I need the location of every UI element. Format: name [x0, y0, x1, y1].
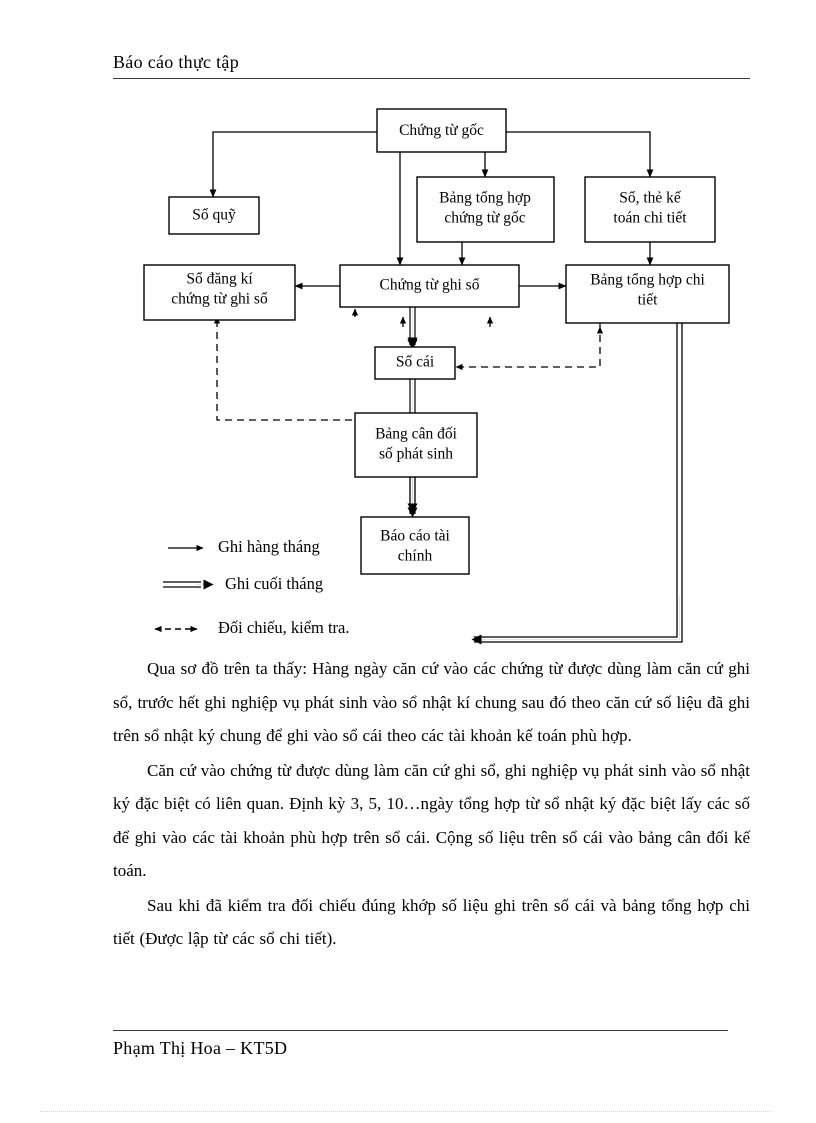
paragraph-2: Căn cứ vào chứng từ được dùng làm căn cứ…	[113, 760, 750, 881]
node-chung-tu-ghi-so: Chứng từ ghi sổ	[339, 264, 520, 308]
node-bao-cao-tai-chinh: Báo cáo tài chính	[360, 516, 470, 575]
legend-label: Đối chiếu, kiểm tra.	[218, 618, 350, 637]
node-so-cai: Sổ cái	[374, 346, 456, 380]
node-label-line1: Bảng tổng hợp	[439, 190, 531, 207]
legend-item-doi-chieu-kiem-tra: Đối chiếu, kiểm tra.	[154, 618, 350, 637]
edge-ctg-to-soquy	[209, 131, 377, 198]
page-header: Báo cáo thực tập	[113, 52, 750, 79]
accounting-flow-diagram: Chứng từ gốc Sổ quỹ Bảng tổng hợp chứng …	[0, 95, 816, 655]
node-label-line2: số phát sinh	[379, 446, 453, 463]
node-label-line1: Báo cáo tài	[380, 528, 450, 545]
edge-dashed-sodangki-to-bangcandoi	[216, 320, 355, 421]
node-bang-tong-hop-chung-tu-goc: Bảng tổng hợp chứng từ gốc	[416, 176, 555, 243]
double-arrow-icon	[163, 579, 214, 590]
scan-artifact-line	[40, 1111, 770, 1112]
node-label-line2: chính	[398, 548, 433, 565]
legend-label: Ghi hàng tháng	[218, 537, 320, 556]
node-label-line2: chứng từ ghi sổ	[171, 291, 268, 308]
header-title: Báo cáo thực tập	[113, 52, 240, 72]
edge-bangthct-to-baocao	[474, 323, 683, 643]
node-so-the-ke-toan-chi-tiet: Sổ, thẻ kế toán chi tiết	[584, 176, 716, 243]
node-label: Sổ cái	[396, 354, 435, 371]
node-label-line1: Bảng cân đối	[375, 426, 457, 443]
edge-dashed-bangthct-to-socai	[462, 323, 601, 368]
edge-bangthct-to-baocao-head	[471, 595, 680, 645]
node-label-line2: toán chi tiết	[613, 210, 687, 227]
paragraph-3: Sau khi đã kiểm tra đối chiếu đúng khớp …	[113, 895, 750, 949]
legend-label: Ghi cuối tháng	[225, 574, 323, 593]
footer-divider	[113, 1030, 728, 1031]
node-label-line1: Bảng tổng hợp chi	[590, 272, 705, 289]
node-label: Chứng từ gốc	[399, 122, 484, 139]
footer-title: Phạm Thị Hoa – KT5D	[113, 1038, 288, 1058]
node-so-dang-ki-chung-tu-ghi-so: Sổ đăng kí chứng từ ghi sổ	[143, 264, 296, 321]
node-chung-tu-goc: Chứng từ gốc	[376, 108, 507, 153]
node-label-line2: chứng từ gốc	[444, 210, 525, 227]
node-bang-tong-hop-chi-tiet: Bảng tổng hợp chi tiết	[565, 264, 730, 324]
diagram-legend: Ghi hàng tháng Ghi cuối tháng Đối chiếu,…	[154, 537, 350, 637]
legend-item-ghi-cuoi-thang: Ghi cuối tháng	[163, 574, 323, 593]
node-bang-can-doi-so-phat-sinh: Bảng cân đối số phát sinh	[354, 412, 478, 478]
node-label-line2: tiết	[638, 292, 658, 309]
paragraph-1: Qua sơ đồ trên ta thấy: Hàng ngày căn cứ…	[113, 659, 750, 745]
node-label: Sổ quỹ	[192, 207, 236, 224]
page-footer: Phạm Thị Hoa – KT5D	[113, 1030, 750, 1059]
node-label-line1: Sổ, thẻ kế	[619, 190, 682, 207]
node-label-line1: Sổ đăng kí	[186, 271, 253, 288]
node-label: Chứng từ ghi sổ	[380, 277, 480, 294]
edge-ctg-to-sothe	[506, 131, 654, 178]
node-so-quy: Sổ quỹ	[168, 196, 260, 235]
header-divider	[113, 78, 750, 79]
body-text: Qua sơ đồ trên ta thấy: Hàng ngày căn cứ…	[113, 652, 750, 957]
legend-item-ghi-hang-thang: Ghi hàng tháng	[168, 537, 320, 556]
